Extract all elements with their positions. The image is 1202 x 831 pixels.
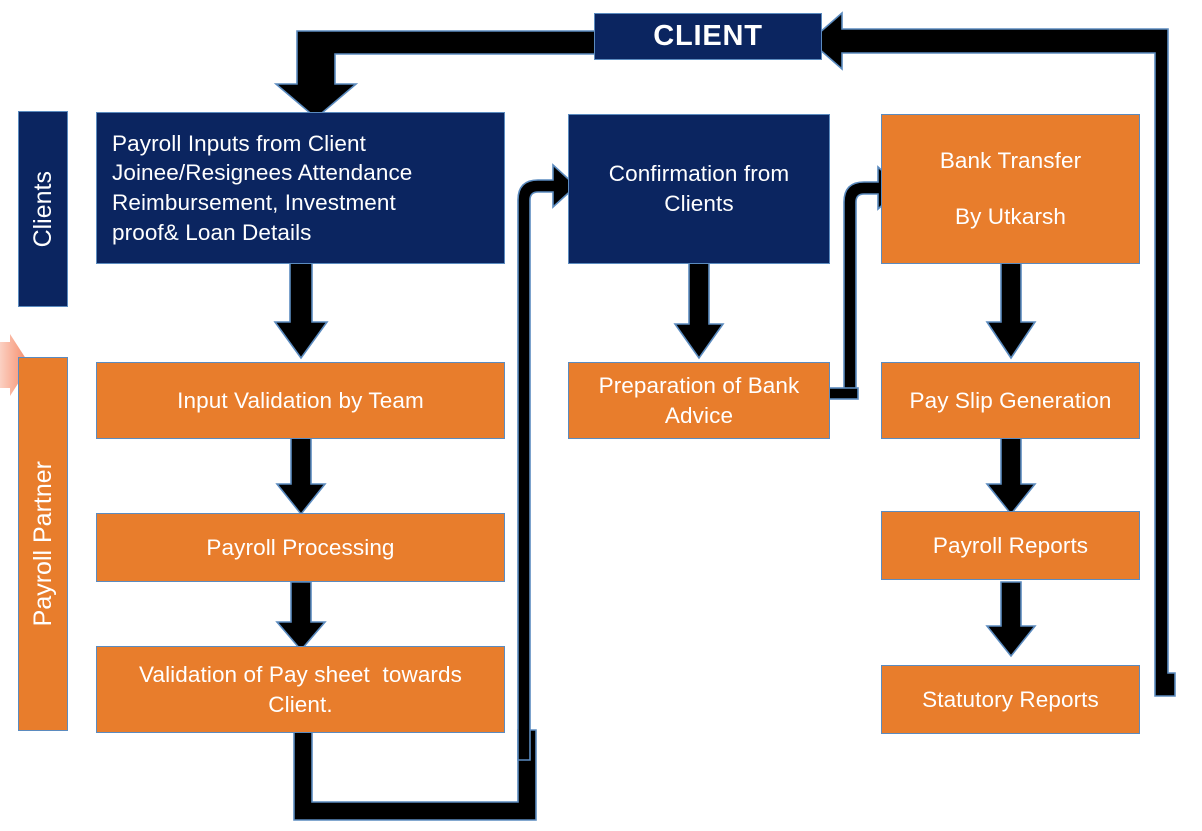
band-label-clients-text: Clients (28, 170, 57, 248)
connector-payslip-to-payroll-reports (984, 437, 1038, 516)
connector-payroll-reports-to-statutory-reports (984, 581, 1038, 658)
node-payslip-generation-label: Pay Slip Generation (909, 387, 1112, 413)
connector-payroll-processing-to-paysheet-validation (274, 581, 328, 652)
node-paysheet-validation-label: Validation of Pay sheet towards Client. (139, 661, 462, 717)
node-payslip-generation[interactable]: Pay Slip Generation (881, 362, 1140, 439)
band-label-payroll-partner: Payroll Partner (18, 357, 68, 731)
node-bank-advice-label: Preparation of Bank Advice (598, 372, 800, 428)
connector-client-to-payroll-inputs (273, 25, 615, 120)
connector-statutory-to-client (808, 11, 1190, 705)
node-confirmation-label: Confirmation from Clients (608, 161, 790, 216)
connector-paysheet-riser (510, 160, 580, 761)
node-client-label: CLIENT (653, 20, 763, 53)
node-input-validation[interactable]: Input Validation by Team (96, 362, 505, 439)
node-payroll-processing-label: Payroll Processing (206, 534, 395, 560)
node-paysheet-validation[interactable]: Validation of Pay sheet towards Client. (96, 646, 505, 733)
node-bank-advice[interactable]: Preparation of Bank Advice (568, 362, 830, 439)
connector-bank-transfer-to-payslip-generation (984, 261, 1038, 360)
node-confirmation[interactable]: Confirmation from Clients (568, 114, 830, 264)
left-edge-marker-icon (0, 334, 34, 396)
node-payroll-reports-label: Payroll Reports (932, 532, 1089, 558)
node-payroll-processing[interactable]: Payroll Processing (96, 513, 505, 582)
node-bank-transfer-label: Bank Transfer By Utkarsh (939, 147, 1082, 230)
node-payroll-inputs[interactable]: Payroll Inputs from Client Joinee/Resign… (96, 112, 505, 264)
connector-confirmation-to-bank-advice (672, 261, 726, 360)
node-statutory-reports[interactable]: Statutory Reports (881, 665, 1140, 734)
band-label-payroll-partner-text: Payroll Partner (28, 461, 57, 627)
node-payroll-reports[interactable]: Payroll Reports (881, 511, 1140, 580)
node-client[interactable]: CLIENT (594, 13, 822, 60)
connector-payroll-inputs-to-input-validation (272, 261, 330, 360)
band-label-clients: Clients (18, 111, 68, 307)
connector-input-validation-to-payroll-processing (274, 437, 328, 516)
node-bank-transfer[interactable]: Bank Transfer By Utkarsh (881, 114, 1140, 264)
node-statutory-reports-label: Statutory Reports (922, 686, 1099, 712)
node-input-validation-label: Input Validation by Team (177, 387, 424, 413)
node-payroll-inputs-label: Payroll Inputs from Client Joinee/Resign… (112, 130, 413, 245)
